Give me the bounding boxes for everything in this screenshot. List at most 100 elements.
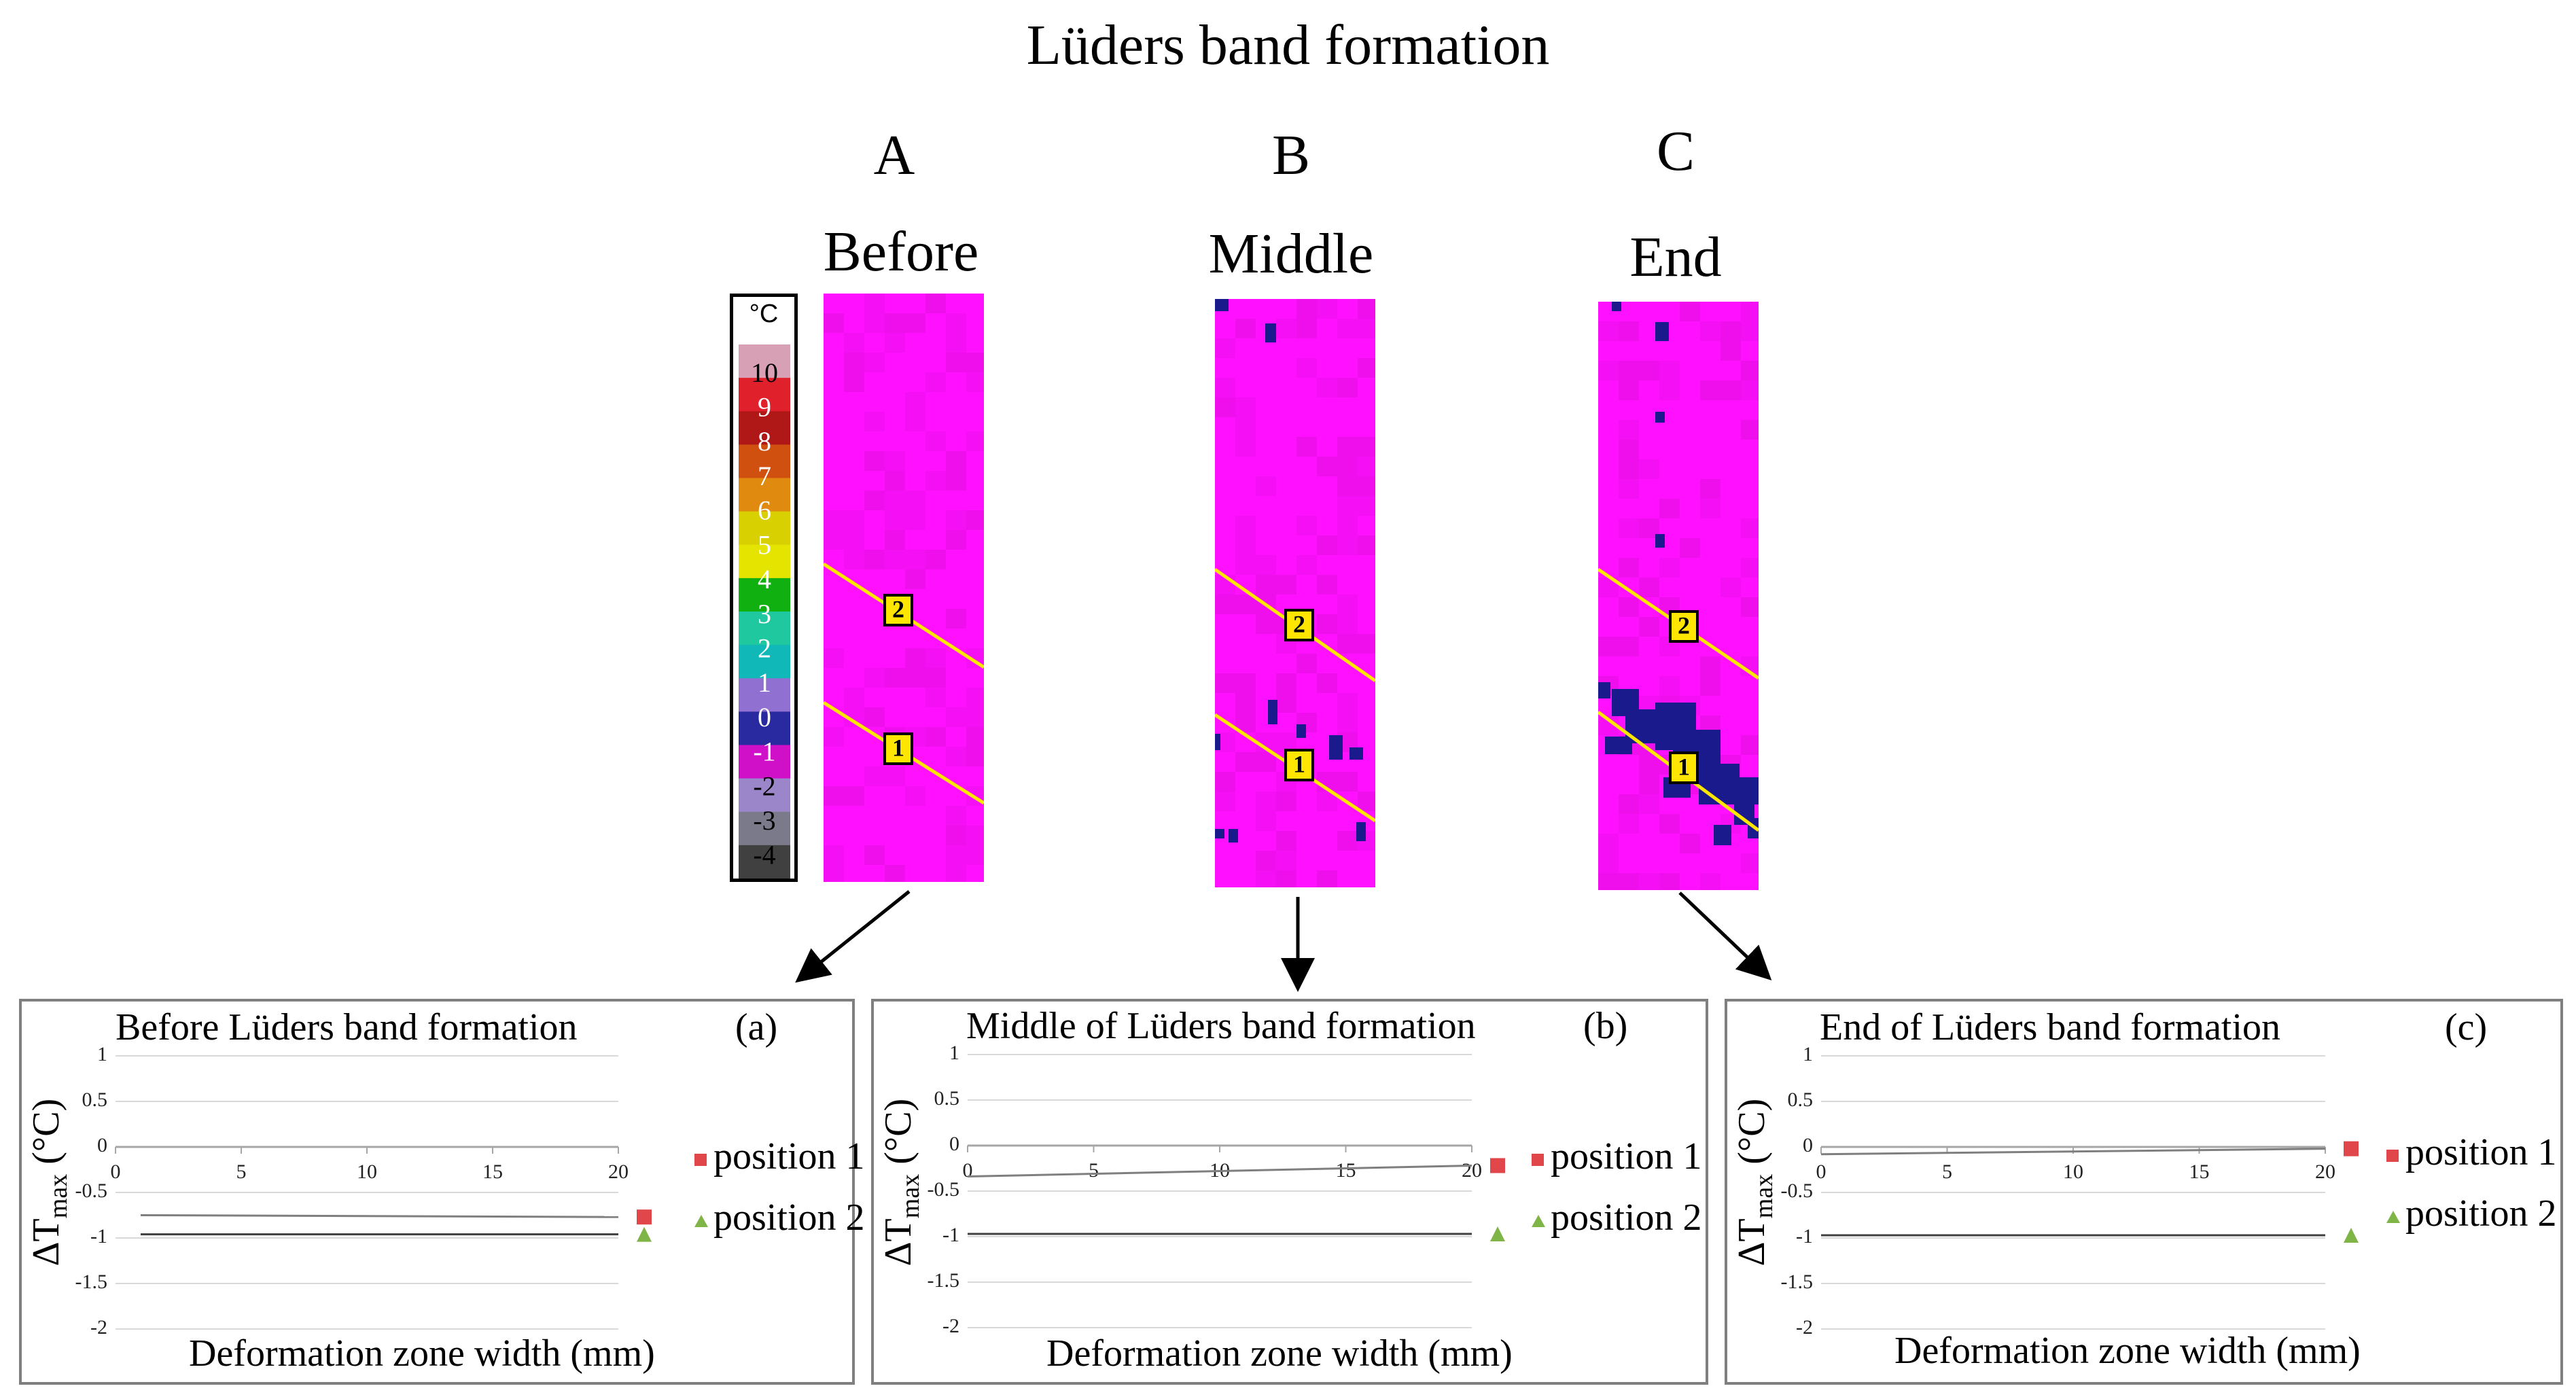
thermal-pixel (885, 491, 905, 510)
thermal-pixel (905, 491, 925, 510)
colorbar-tick-label: -4 (753, 840, 775, 870)
series-marker-square (637, 1209, 652, 1225)
thermal-pixel (885, 471, 905, 491)
legend-square-marker (2386, 1150, 2399, 1163)
series-line-1 (1820, 1148, 2326, 1156)
thermal-pixel (1317, 673, 1337, 693)
thermal-pixel (1721, 321, 1741, 341)
thermal-pixel (1276, 792, 1296, 811)
thermal-pixel (1215, 338, 1235, 358)
thermal-pixel (966, 727, 984, 747)
thermal-pixel (1619, 459, 1639, 479)
column-letter-c: C (1656, 120, 1695, 183)
thermal-pixel (1337, 496, 1358, 516)
thermal-pixel (966, 707, 984, 727)
thermal-pixel (1337, 516, 1358, 535)
legend-triangle-marker (1532, 1215, 1545, 1228)
thermal-pixel (1700, 479, 1721, 499)
thermal-pixel (885, 451, 905, 471)
thermal-pixel (905, 668, 925, 688)
y-tick-label: 0 (1803, 1134, 1813, 1156)
thermal-pixel (1598, 853, 1619, 873)
marker-1: 1 (883, 732, 913, 765)
thermal-pixel (1235, 693, 1256, 713)
colorbar-tick-label: 10 (751, 357, 778, 388)
thermal-pixel (1235, 673, 1256, 693)
thermal-pixel (946, 313, 966, 333)
thermal-pixel (1256, 792, 1276, 811)
thermal-pixel (844, 688, 864, 707)
cold-spot (1215, 299, 1229, 311)
column-label-before: Before (823, 220, 979, 283)
thermal-pixel (1337, 457, 1358, 476)
thermal-pixel (1619, 873, 1639, 890)
thermal-pixel (905, 510, 925, 530)
thermal-pixel (1256, 752, 1276, 772)
y-tick-label: -2 (90, 1316, 107, 1339)
thermal-pixel (1659, 499, 1680, 518)
cold-spot (1356, 822, 1366, 841)
thermal-pixel (1619, 440, 1639, 459)
thermal-pixel (864, 766, 885, 786)
thermal-pixel (824, 786, 844, 806)
thermal-pixel (1296, 319, 1317, 338)
thermal-pixel (946, 747, 966, 766)
marker-2: 2 (883, 594, 913, 626)
arrows-layer (795, 890, 1772, 992)
thermal-pixel (1619, 794, 1639, 814)
thermal-pixel (1337, 831, 1358, 851)
thermal-pixel (885, 766, 905, 786)
x-tick-label: 0 (963, 1159, 973, 1182)
thermal-pixel (1215, 792, 1235, 811)
thermal-pixel (1337, 595, 1358, 614)
svg-text:2: 2 (1678, 612, 1690, 639)
thermal-pixel (1741, 302, 1759, 321)
thermal-pixel (1215, 772, 1235, 792)
thermal-pixel (925, 668, 946, 688)
thermal-pixel (844, 786, 864, 806)
cold-spot (1296, 724, 1306, 738)
thermal-pixel (864, 668, 885, 688)
colorbar-tick-label: -2 (753, 771, 775, 801)
thermal-pixel (966, 845, 984, 865)
cold-spot (1655, 412, 1665, 423)
legend-position-1: position 1 (1532, 1135, 1701, 1178)
thermal-pixel (905, 569, 925, 589)
y-tick-label: 0 (97, 1134, 107, 1156)
thermal-pixel (1235, 319, 1256, 338)
panel-letter: (c) (2445, 1006, 2488, 1048)
thermal-pixel (1337, 614, 1358, 634)
cold-spot (1655, 322, 1669, 341)
thermal-pixel (966, 353, 984, 372)
thermal-pixel (864, 707, 885, 727)
cold-spot (1265, 323, 1276, 342)
thermal-pixel (885, 333, 905, 353)
thermal-pixel (1317, 614, 1337, 634)
y-tick-label: -2 (942, 1315, 959, 1337)
thermal-pixel (1741, 321, 1759, 341)
thermal-pixel (885, 550, 905, 569)
thermal-pixel (1317, 870, 1337, 887)
colorbar-tick-label: -3 (753, 805, 775, 836)
thermal-pixel (1296, 358, 1317, 378)
thermal-pixel (1680, 834, 1700, 853)
cold-spot (1655, 534, 1665, 548)
thermal-pixel (966, 510, 984, 530)
y-tick-label: 0 (949, 1133, 959, 1155)
colorbar-segment (739, 778, 790, 813)
thermal-pixel (885, 668, 905, 688)
thermal-pixel (1256, 476, 1276, 496)
thermal-pixel (1619, 637, 1639, 656)
colorbar-tick-label: 5 (758, 529, 771, 560)
chart-title: Before Lüders band formation (116, 1006, 578, 1048)
thermal-pixel (1619, 361, 1639, 380)
thermal-pixel (1215, 673, 1235, 693)
colorbar-segment (739, 444, 790, 479)
